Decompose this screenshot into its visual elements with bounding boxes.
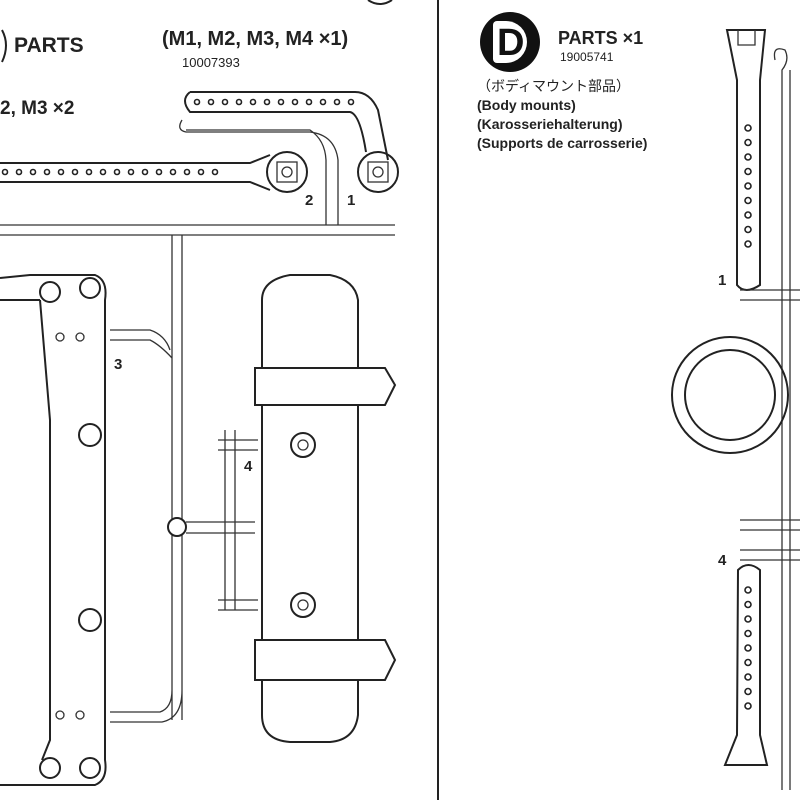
- sprue-ring: [671, 336, 789, 454]
- hole: [207, 98, 215, 106]
- hole: [211, 168, 219, 176]
- callout-1: 1: [347, 192, 356, 209]
- badge-arc: [1, 29, 7, 63]
- hole: [71, 168, 79, 176]
- hole: [99, 168, 107, 176]
- parts-heading-d: PARTS ×1: [558, 28, 644, 48]
- hole: [744, 124, 752, 132]
- sprue-runner: [740, 289, 800, 561]
- callout-d1: 1: [718, 272, 727, 289]
- callout-4: 4: [244, 458, 253, 475]
- part-3-bracket: [0, 274, 107, 786]
- sprue-runner: [110, 235, 183, 723]
- sprue-gate: [167, 517, 187, 537]
- name-en: (Body mounts): [477, 97, 576, 113]
- hole: [193, 98, 201, 106]
- hole: [744, 615, 752, 623]
- hole: [319, 98, 327, 106]
- hole: [347, 98, 355, 106]
- hole: [744, 153, 752, 161]
- hole: [744, 673, 752, 681]
- callout-2: 2: [305, 192, 314, 209]
- sprue-runner: [186, 430, 258, 611]
- badge-arc-top: [367, 0, 393, 5]
- hole: [113, 168, 121, 176]
- quantity-line: 2, M3 ×2: [0, 98, 75, 119]
- badge-letter: D: [497, 22, 525, 64]
- sprue-runner: [773, 48, 791, 790]
- hole: [29, 168, 37, 176]
- hole: [333, 98, 341, 106]
- hole: [141, 168, 149, 176]
- hole: [277, 98, 285, 106]
- part-number: 10007393: [182, 55, 240, 70]
- hole: [235, 98, 243, 106]
- hole: [744, 644, 752, 652]
- hole: [744, 600, 752, 609]
- part-1-arm: [184, 91, 399, 193]
- hole: [744, 211, 752, 219]
- sprue-runner: [179, 119, 339, 225]
- hole: [291, 98, 299, 106]
- hole: [305, 98, 313, 106]
- hole: [744, 586, 752, 594]
- hole: [221, 98, 229, 106]
- name-jp: （ボディマウント部品）: [477, 78, 631, 94]
- hole: [744, 225, 752, 234]
- name-de: (Karosseriehalterung): [477, 116, 623, 132]
- hole: [744, 658, 752, 667]
- hole: [744, 138, 752, 147]
- hole: [85, 168, 93, 176]
- hole: [263, 98, 271, 106]
- hole: [169, 168, 177, 176]
- part-4-plate: [254, 274, 397, 743]
- hole: [744, 182, 752, 190]
- sprue-runner: [0, 224, 395, 236]
- hole: [155, 168, 163, 176]
- parts-heading: PARTS: [14, 34, 84, 57]
- hole: [197, 168, 205, 176]
- hole: [249, 98, 257, 106]
- hole: [183, 168, 191, 176]
- hole: [57, 168, 65, 176]
- hole: [744, 167, 752, 176]
- hole: [744, 687, 752, 696]
- hole: [744, 629, 752, 638]
- part-2-arm: [0, 151, 308, 193]
- callout-3: 3: [114, 356, 123, 373]
- body-mount-4: [723, 564, 769, 766]
- hole: [744, 702, 752, 710]
- hole: [744, 240, 752, 248]
- hole: [15, 168, 23, 176]
- part-d-badge: D: [480, 12, 540, 72]
- part-number-d: 19005741: [560, 50, 614, 64]
- hole: [43, 168, 51, 176]
- hole: [744, 196, 752, 205]
- name-fr: (Supports de carrosserie): [477, 135, 648, 151]
- callout-d4: 4: [718, 552, 727, 569]
- hole: [127, 168, 135, 176]
- sprue-list: (M1, M2, M3, M4 ×1): [162, 28, 349, 50]
- hole: [1, 168, 9, 176]
